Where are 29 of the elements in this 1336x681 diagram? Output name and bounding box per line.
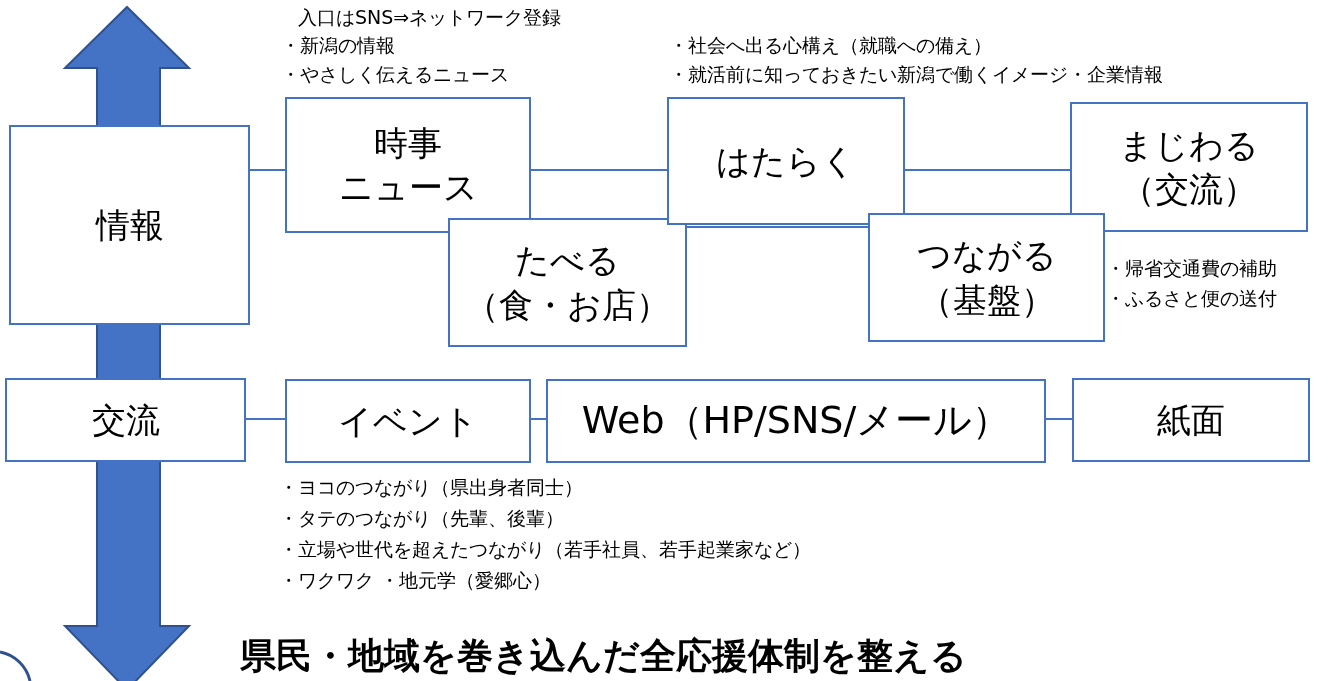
label-box: はたらく: [667, 97, 905, 225]
connector-line: [686, 226, 869, 228]
connector-line: [530, 169, 668, 171]
slogan-text: 県民・地域を巻き込んだ全応援体制を整える: [240, 634, 967, 678]
label-box: つながる（基盤）: [868, 213, 1105, 342]
note-text: ・社会へ出る心構え（就職への備え）: [669, 34, 992, 57]
label-box: 交流: [5, 378, 246, 462]
label-box: 時事ニュース: [285, 97, 531, 233]
note-text: ・ヨコのつながり（県出身者同士）: [279, 476, 583, 499]
note-text: ・ふるさと便の送付: [1106, 287, 1277, 310]
note-text: 入口はSNS⇒ネットワーク登録: [298, 6, 562, 29]
connector-line: [530, 418, 547, 420]
label-box: たべる（食・お店）: [448, 218, 687, 347]
note-text: ・立場や世代を超えたつながり（若手社員、若手起業家など）: [279, 538, 811, 561]
connector-line: [904, 169, 1071, 171]
label-box: 情報: [9, 125, 250, 325]
note-text: ・帰省交通費の補助: [1106, 257, 1277, 280]
note-text: ・タテのつながり（先輩、後輩）: [279, 507, 564, 530]
note-text: ・新潟の情報: [281, 34, 395, 57]
connector-line: [249, 169, 286, 171]
note-text: ・ワクワク ・地元学（愛郷心）: [279, 569, 552, 592]
label-box: Web（HP/SNS/メール）: [546, 379, 1046, 463]
note-text: ・就活前に知っておきたい新潟で働くイメージ・企業情報: [669, 63, 1163, 86]
label-box: まじわる（交流）: [1070, 102, 1308, 232]
connector-line: [1045, 418, 1073, 420]
label-box: イベント: [285, 379, 531, 463]
label-box: 紙面: [1072, 378, 1310, 462]
note-text: ・やさしく伝えるニュース: [281, 63, 509, 86]
connector-line: [245, 418, 286, 420]
